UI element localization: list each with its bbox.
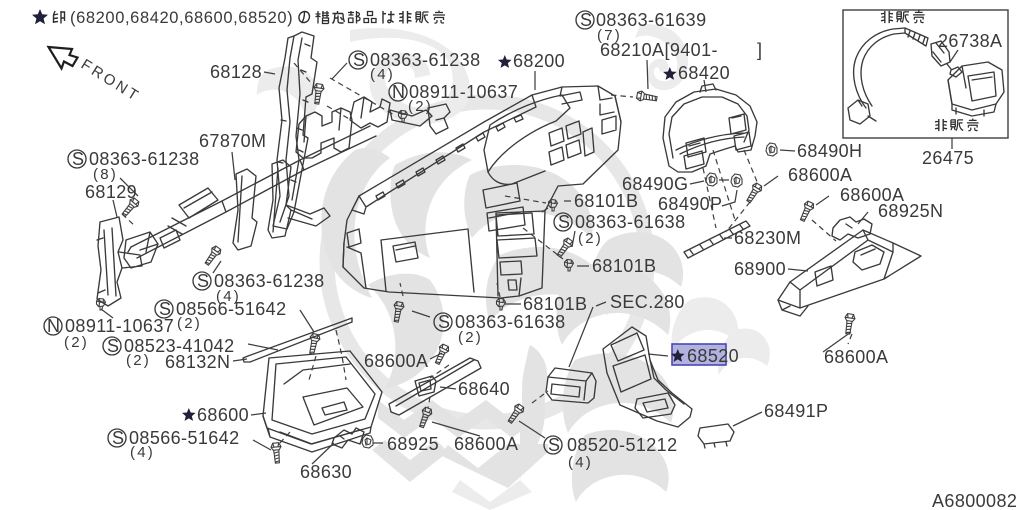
svg-text:08363-61638: 08363-61638 (575, 212, 686, 232)
svg-text:S: S (580, 10, 592, 30)
svg-text:SEC.280: SEC.280 (610, 292, 685, 312)
svg-text:68101B: 68101B (574, 191, 638, 211)
svg-text:(4): (4) (568, 454, 593, 471)
svg-text:S: S (159, 299, 171, 319)
svg-text:68210A[9401-: 68210A[9401- (600, 40, 718, 60)
svg-text:68128: 68128 (210, 62, 262, 82)
svg-text:68600A: 68600A (788, 165, 852, 185)
svg-text:68200: 68200 (513, 51, 565, 71)
svg-text:08520-51212: 08520-51212 (567, 435, 678, 455)
svg-text:08523-41042: 08523-41042 (124, 336, 235, 356)
svg-text:08363-61638: 08363-61638 (455, 312, 566, 332)
svg-text:68600A: 68600A (840, 185, 904, 205)
svg-text:(2): (2) (64, 334, 89, 351)
svg-text:68600A: 68600A (364, 351, 428, 371)
svg-text:N: N (47, 316, 60, 336)
svg-text:68900: 68900 (734, 259, 786, 279)
svg-text:08911-10637: 08911-10637 (65, 316, 174, 336)
svg-text:(7): (7) (597, 27, 622, 44)
svg-text:68925: 68925 (387, 434, 439, 454)
svg-text:68925N: 68925N (878, 201, 943, 221)
svg-text:(2): (2) (177, 315, 202, 332)
svg-text:(4): (4) (130, 444, 155, 461)
svg-text:68520: 68520 (687, 346, 739, 366)
svg-text:68640: 68640 (458, 379, 510, 399)
svg-text:08566-51642: 08566-51642 (129, 428, 240, 448)
svg-text:(8): (8) (93, 166, 118, 183)
svg-text:(2): (2) (408, 98, 433, 115)
svg-text:08363-61639: 08363-61639 (596, 10, 707, 30)
svg-text:(2): (2) (458, 329, 483, 346)
svg-text:68101B: 68101B (592, 256, 656, 276)
svg-text:68230M: 68230M (734, 228, 801, 248)
svg-text:N: N (392, 82, 405, 102)
svg-text:26738A: 26738A (938, 31, 1002, 51)
svg-text:S: S (107, 336, 119, 356)
svg-text:(4): (4) (370, 66, 395, 83)
svg-text:S: S (438, 312, 450, 332)
svg-text:(68200,68420,68600,68520): (68200,68420,68600,68520) (70, 9, 293, 27)
svg-text:68490P: 68490P (658, 194, 722, 214)
svg-text:S: S (353, 50, 365, 70)
svg-text:S: S (558, 212, 570, 232)
svg-text:68630: 68630 (300, 462, 352, 482)
svg-text:68491P: 68491P (764, 401, 828, 421)
svg-text:68129: 68129 (85, 182, 137, 202)
svg-text:68600A: 68600A (454, 434, 518, 454)
svg-text:68420: 68420 (678, 63, 730, 83)
svg-text:(4): (4) (216, 288, 241, 305)
svg-text:68101B: 68101B (523, 294, 587, 314)
svg-text:68132N: 68132N (165, 352, 230, 372)
svg-text:(2): (2) (126, 352, 151, 369)
svg-text:S: S (197, 271, 209, 291)
svg-text:08566-51642: 08566-51642 (176, 299, 287, 319)
svg-text:68490G: 68490G (622, 174, 688, 194)
svg-text:08911-10637: 08911-10637 (409, 82, 518, 102)
svg-text:68600: 68600 (197, 405, 249, 425)
svg-text:]: ] (757, 40, 762, 60)
svg-text:08363-61238: 08363-61238 (370, 50, 481, 70)
svg-text:68490H: 68490H (797, 141, 862, 161)
svg-text:S: S (548, 435, 560, 455)
svg-text:67870M: 67870M (199, 131, 266, 151)
svg-text:26475: 26475 (922, 148, 974, 168)
svg-text:S: S (112, 428, 124, 448)
svg-text:08363-61238: 08363-61238 (89, 149, 200, 169)
svg-text:68600A: 68600A (824, 347, 888, 367)
svg-text:A6800082: A6800082 (932, 491, 1017, 510)
svg-text:S: S (72, 149, 84, 169)
svg-text:(2): (2) (578, 230, 603, 247)
svg-text:08363-61238: 08363-61238 (214, 271, 325, 291)
